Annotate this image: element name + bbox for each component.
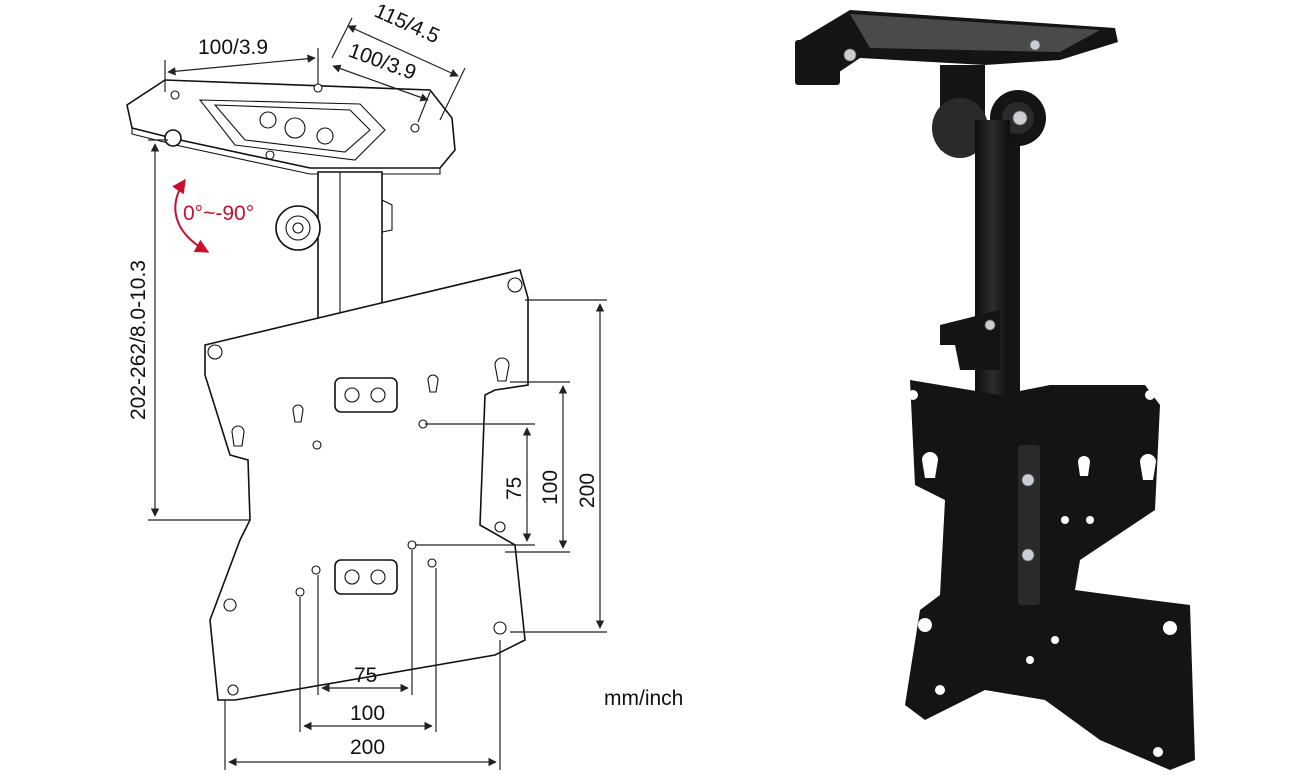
product-photo <box>795 10 1195 770</box>
technical-drawing: 100/3.9 115/4.5 100/3.9 202-262/8.0-10.3… <box>126 0 683 770</box>
dimension-top-width: 100/3.9 <box>164 36 319 92</box>
top-width-label: 100/3.9 <box>198 36 268 59</box>
dimension-horizontal-200: 200 <box>224 640 501 770</box>
dimension-vertical-75: 75 <box>415 423 535 546</box>
dimension-horizontal-100: 100 <box>299 568 437 732</box>
vesa-plate <box>204 269 529 701</box>
tilt-label: 0°~-90° <box>183 202 254 225</box>
units-label: mm/inch <box>604 687 683 710</box>
tilt-indicator: 0°~-90° <box>172 178 254 253</box>
horizontal-200-label: 200 <box>350 736 385 759</box>
vertical-100-label: 100 <box>539 470 562 505</box>
height-range-label: 202-262/8.0-10.3 <box>127 260 150 420</box>
depth-inner-label: 100/3.9 <box>345 39 419 85</box>
vertical-200-label: 200 <box>576 473 599 508</box>
vertical-arm <box>275 171 393 346</box>
dimension-height-range: 202-262/8.0-10.3 <box>127 139 250 521</box>
dimension-horizontal-75: 75 <box>317 550 413 695</box>
horizontal-75-label: 75 <box>354 664 377 687</box>
vertical-75-label: 75 <box>503 477 526 500</box>
horizontal-100-label: 100 <box>350 702 385 725</box>
dimension-vertical-100: 100 <box>505 381 570 553</box>
dimension-vertical-200: 200 <box>510 299 607 633</box>
ceiling-plate <box>126 79 456 175</box>
